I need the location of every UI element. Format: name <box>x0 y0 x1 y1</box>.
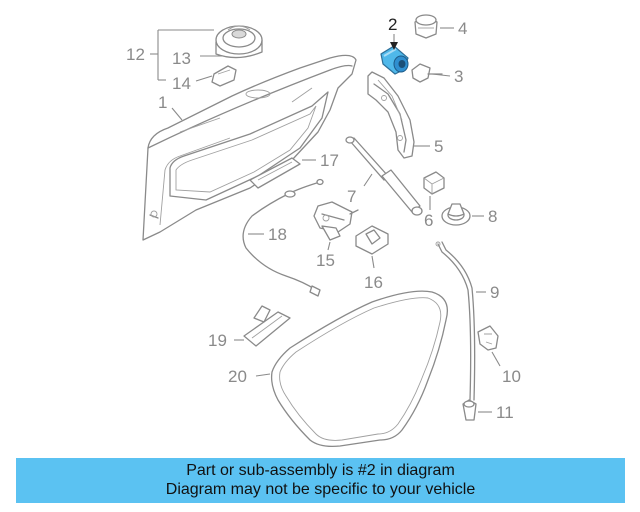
bumper-part-2-highlighted[interactable] <box>380 45 409 75</box>
trim-strip-part-17[interactable] <box>249 157 301 189</box>
callout-20: 20 <box>228 367 247 386</box>
grommet-part-8[interactable] <box>441 203 471 226</box>
callout-14: 14 <box>172 74 191 93</box>
callout-15: 15 <box>316 251 335 270</box>
clip-part-11[interactable] <box>462 399 477 421</box>
latch-part-15[interactable] <box>313 201 359 241</box>
callout-3: 3 <box>454 67 463 86</box>
lock-part-19[interactable] <box>243 305 291 347</box>
callout-1: 1 <box>158 93 167 112</box>
callout-9: 9 <box>490 283 499 302</box>
clip-part-14[interactable] <box>211 65 237 87</box>
callout-17: 17 <box>320 151 339 170</box>
banner-line-part-number: Part or sub-assembly is #2 in diagram <box>186 462 455 479</box>
callout-11: 11 <box>496 403 514 422</box>
trunk-lid-part-1[interactable] <box>142 54 357 241</box>
banner-line-disclaimer: Diagram may not be specific to your vehi… <box>165 481 476 498</box>
release-cable-part-18[interactable] <box>242 178 324 297</box>
callout-7: 7 <box>347 187 356 206</box>
screw-part-3[interactable] <box>411 63 443 83</box>
callout-12: 12 <box>126 45 145 64</box>
callout-16: 16 <box>364 273 383 292</box>
callout-labels: 12 13 14 1 2 4 3 5 17 7 6 8 18 15 16 9 1… <box>126 15 521 422</box>
hinge-part-5[interactable] <box>367 71 415 159</box>
callout-10: 10 <box>502 367 521 386</box>
bracket-part-10[interactable] <box>477 325 499 351</box>
weatherstrip-part-20[interactable] <box>270 290 449 448</box>
callout-5: 5 <box>434 137 443 156</box>
info-banner: Part or sub-assembly is #2 in diagram Di… <box>16 458 625 503</box>
callout-18: 18 <box>268 225 287 244</box>
bumper-stop-part-6[interactable] <box>423 171 445 195</box>
parts-diagram: 12 13 14 1 2 4 3 5 17 7 6 8 18 15 16 9 1… <box>126 14 521 448</box>
grommet-part-4[interactable] <box>414 14 438 39</box>
callout-6: 6 <box>424 211 433 230</box>
callout-4: 4 <box>458 19 467 38</box>
rod-part-9[interactable] <box>435 241 476 401</box>
callout-2-highlighted: 2 <box>388 15 397 34</box>
leader-lines <box>150 27 501 413</box>
callout-13: 13 <box>172 49 191 68</box>
speaker-part-13[interactable] <box>215 25 263 59</box>
callout-8: 8 <box>488 207 497 226</box>
striker-part-16[interactable] <box>355 225 389 255</box>
callout-19: 19 <box>208 331 227 350</box>
gas-strut-part-7[interactable] <box>345 136 423 216</box>
